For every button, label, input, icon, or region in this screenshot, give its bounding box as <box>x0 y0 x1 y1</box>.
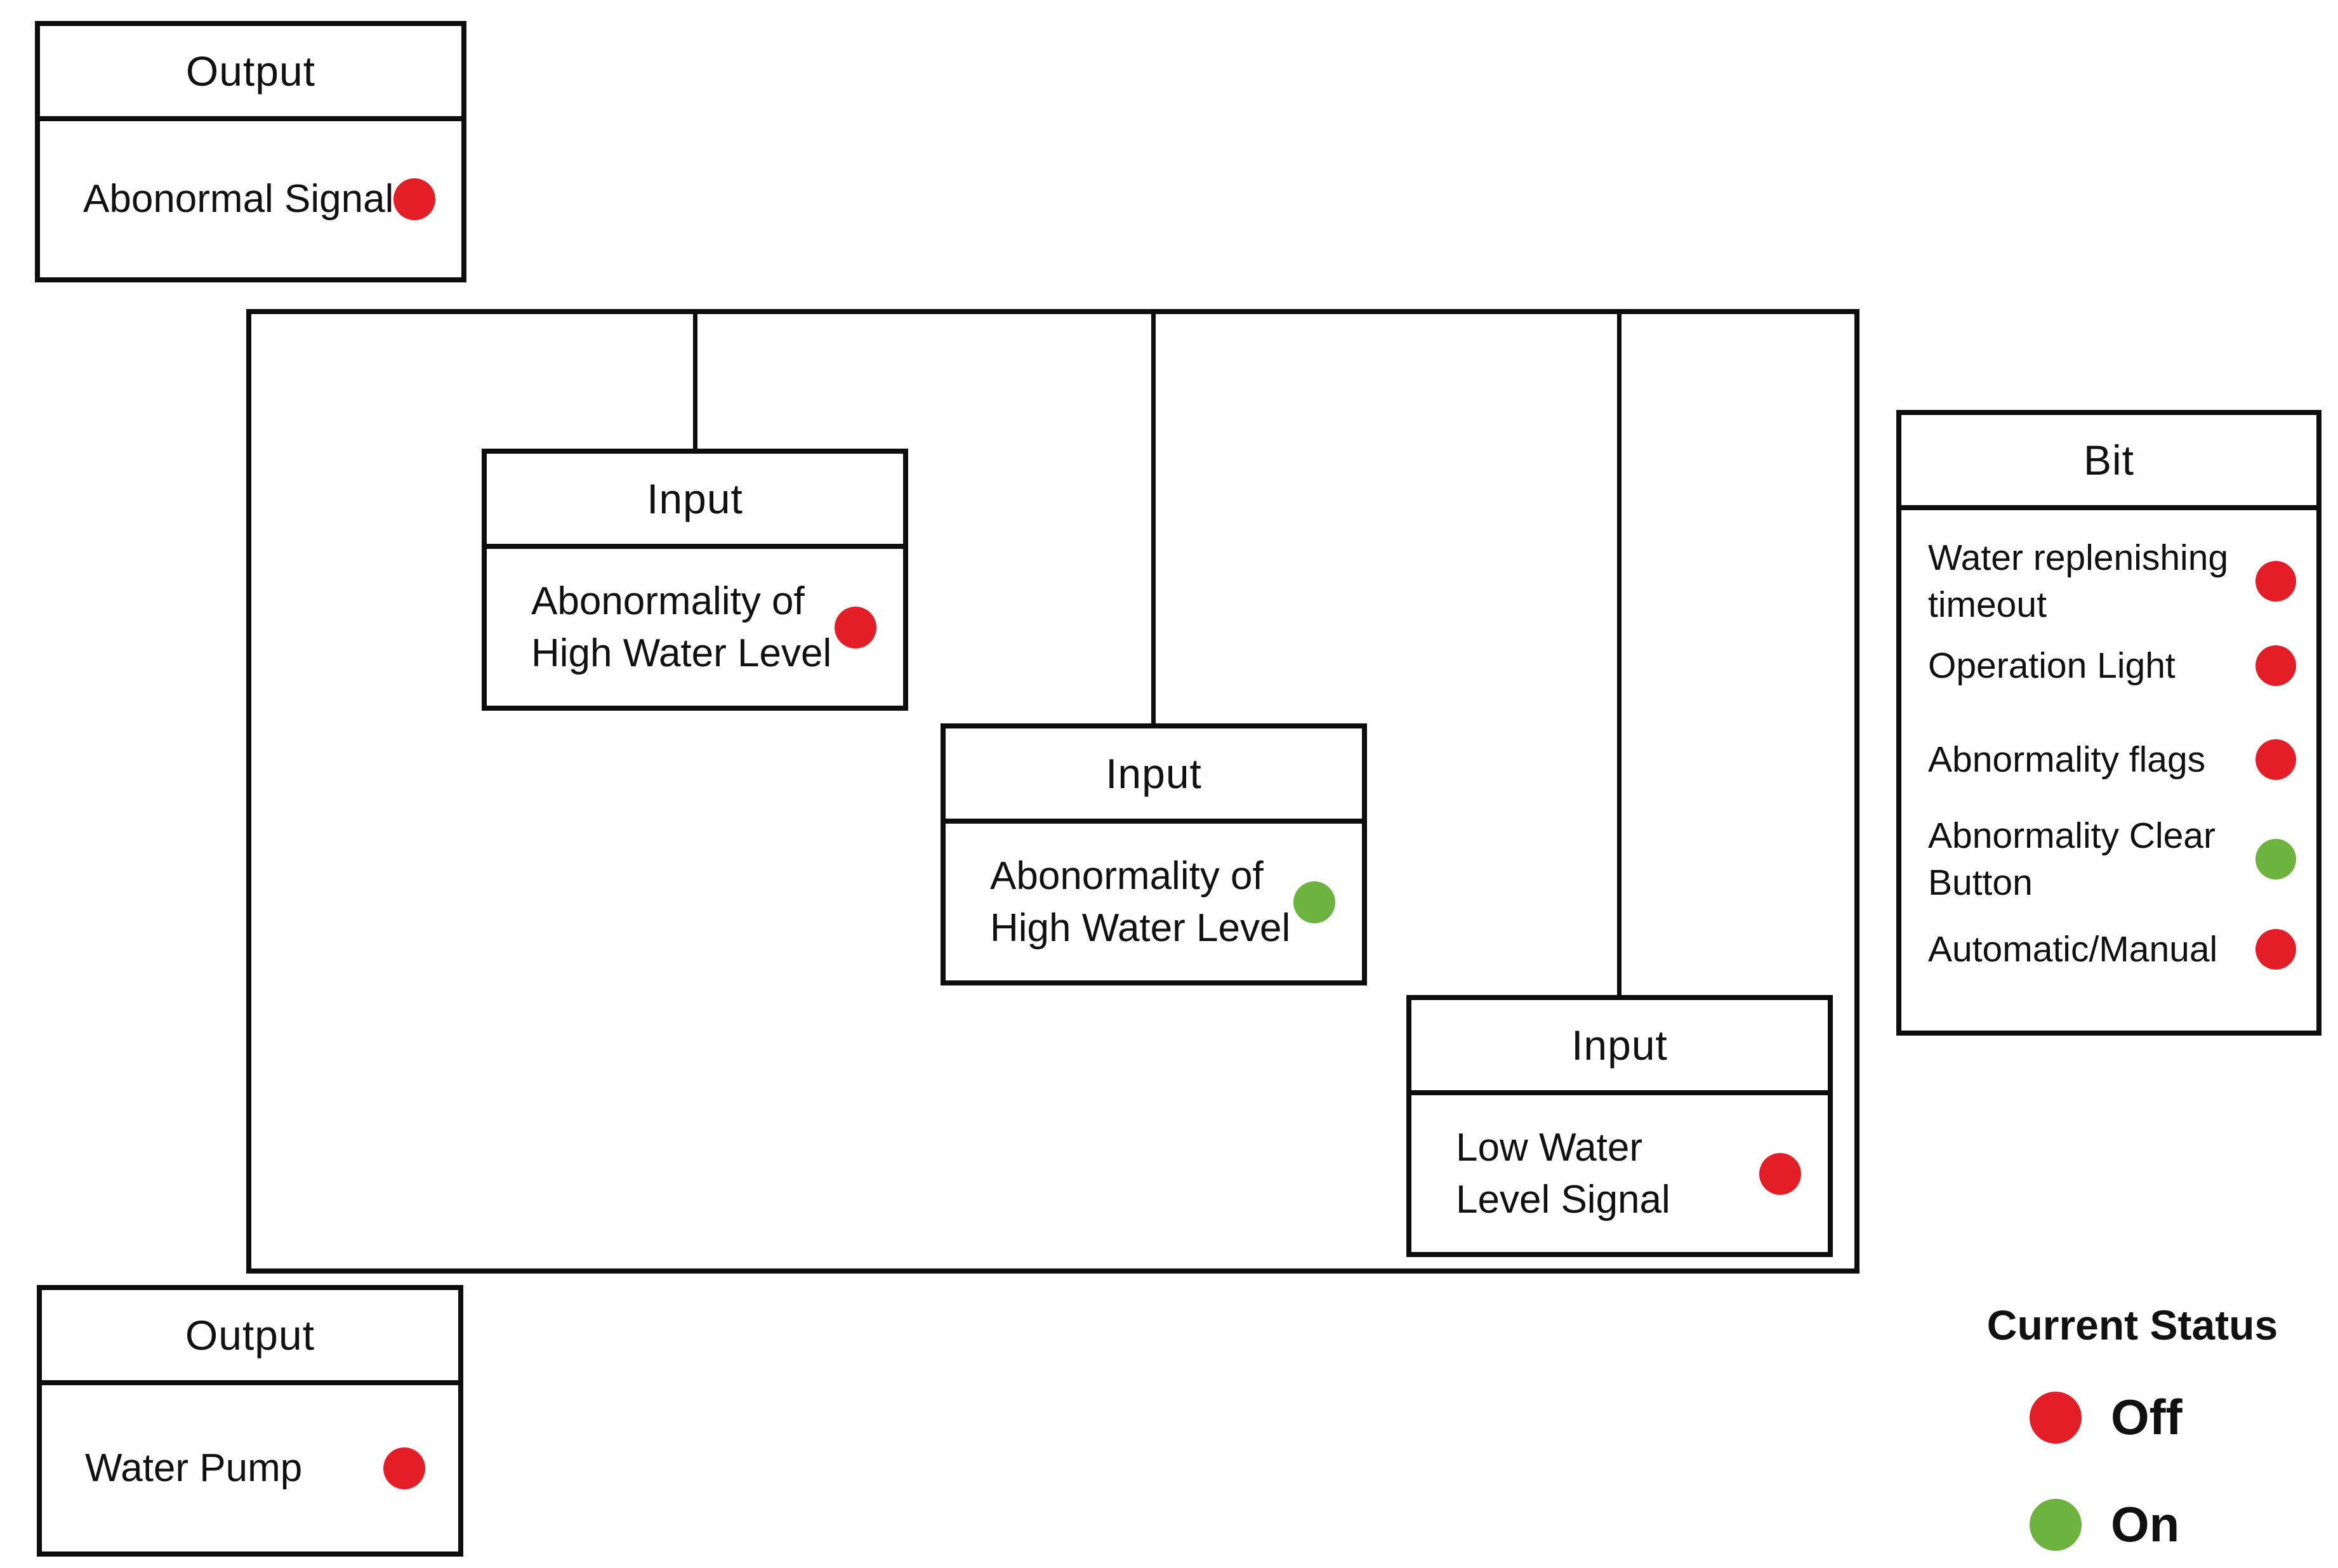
status-dot <box>1759 1152 1801 1195</box>
label-line-2: Button <box>1928 862 2033 904</box>
label-line-2: High Water Level <box>531 631 832 675</box>
status-dot[interactable] <box>2255 928 2296 970</box>
bit-row-label: Abnormality Clear Button <box>1928 812 2216 906</box>
bit-panel: Bit Water replenishing timeout Operation… <box>1896 410 2321 1036</box>
box-body: Low Water Level Signal <box>1411 1095 1828 1252</box>
label-line-1: Low Water <box>1456 1125 1643 1169</box>
legend-title: Current Status <box>1986 1301 2278 1348</box>
connector-line <box>1151 309 1156 723</box>
label-line-1: Operation Light <box>1928 645 2176 687</box>
status-dot <box>1293 881 1335 923</box>
status-dot <box>2255 645 2296 687</box>
water-pump-label: Water Pump <box>85 1446 303 1491</box>
bit-row-automatic-manual[interactable]: Automatic/Manual <box>1928 926 2296 973</box>
legend-off-dot <box>2030 1391 2082 1444</box>
bit-row-water-replenishing-timeout: Water replenishing timeout <box>1928 534 2296 628</box>
box-title: Input <box>487 454 903 549</box>
input-box-low-water-level: Input Low Water Level Signal <box>1406 995 1833 1257</box>
label-line-2: timeout <box>1928 584 2047 626</box>
bit-row-label: Operation Light <box>1928 642 2176 689</box>
box-title: Bit <box>1901 415 2316 510</box>
high-water-level-label: Abonormality of High Water Level <box>531 576 831 680</box>
label-line-1: Abonormality of <box>990 853 1264 898</box>
legend-item-on: On <box>1955 1496 2310 1553</box>
bit-row-abnormality-clear-button[interactable]: Abnormality Clear Button <box>1928 812 2296 906</box>
box-body: Abonormality of High Water Level <box>946 824 1362 980</box>
bit-row-operation-light: Operation Light <box>1928 642 2296 689</box>
bit-row-label: Water replenishing timeout <box>1928 534 2228 628</box>
status-dot <box>383 1447 425 1489</box>
label-line-1: Abnormality Clear <box>1928 815 2216 857</box>
input-box-high-water-level-2: Input Abonormality of High Water Level <box>941 723 1367 985</box>
box-title: Input <box>1411 1000 1828 1095</box>
label-line-1: Water replenishing <box>1928 537 2229 578</box>
connector-line <box>1617 309 1621 995</box>
bit-row-abnormality-flags: Abnormality flags <box>1928 736 2296 783</box>
bit-row-label: Abnormality flags <box>1928 736 2205 783</box>
box-body: Abonormality of High Water Level <box>487 549 903 706</box>
status-dot <box>2255 739 2296 781</box>
label-line-1: Automatic/Manual <box>1928 928 2218 970</box>
input-box-high-water-level-1: Input Abonormality of High Water Level <box>482 449 908 711</box>
logic-group-rectangle <box>246 309 1859 1274</box>
label-line-1: Abonormality of <box>531 579 805 623</box>
legend-on-dot <box>2030 1498 2082 1551</box>
output-box-water-pump: Output Water Pump <box>37 1285 463 1557</box>
abnormal-signal-label: Abonormal Signal <box>83 177 394 221</box>
box-title: Output <box>42 1290 458 1385</box>
status-dot <box>393 178 436 220</box>
bit-panel-body: Water replenishing timeout Operation Lig… <box>1901 510 2316 1031</box>
box-body: Water Pump <box>42 1385 458 1552</box>
box-title: Output <box>40 26 461 121</box>
status-dot <box>2255 561 2296 602</box>
legend-off-label: Off <box>2111 1389 2183 1445</box>
label-line-2: High Water Level <box>990 906 1291 950</box>
high-water-level-label: Abonormality of High Water Level <box>990 850 1290 954</box>
bit-row-label: Automatic/Manual <box>1928 926 2217 973</box>
box-body: Abonormal Signal <box>40 121 461 277</box>
status-dot <box>835 606 876 649</box>
box-title: Input <box>946 728 1362 824</box>
status-dot[interactable] <box>2255 839 2296 880</box>
legend-item-off: Off <box>1955 1388 2310 1446</box>
status-legend: Current Status Off On <box>1955 1301 2310 1553</box>
low-water-level-label: Low Water Level Signal <box>1456 1122 1670 1226</box>
output-box-abnormal-signal: Output Abonormal Signal <box>35 21 466 282</box>
legend-on-label: On <box>2111 1496 2180 1552</box>
label-line-1: Abnormality flags <box>1928 739 2206 781</box>
connector-line <box>693 309 697 449</box>
label-line-2: Level Signal <box>1456 1177 1670 1222</box>
